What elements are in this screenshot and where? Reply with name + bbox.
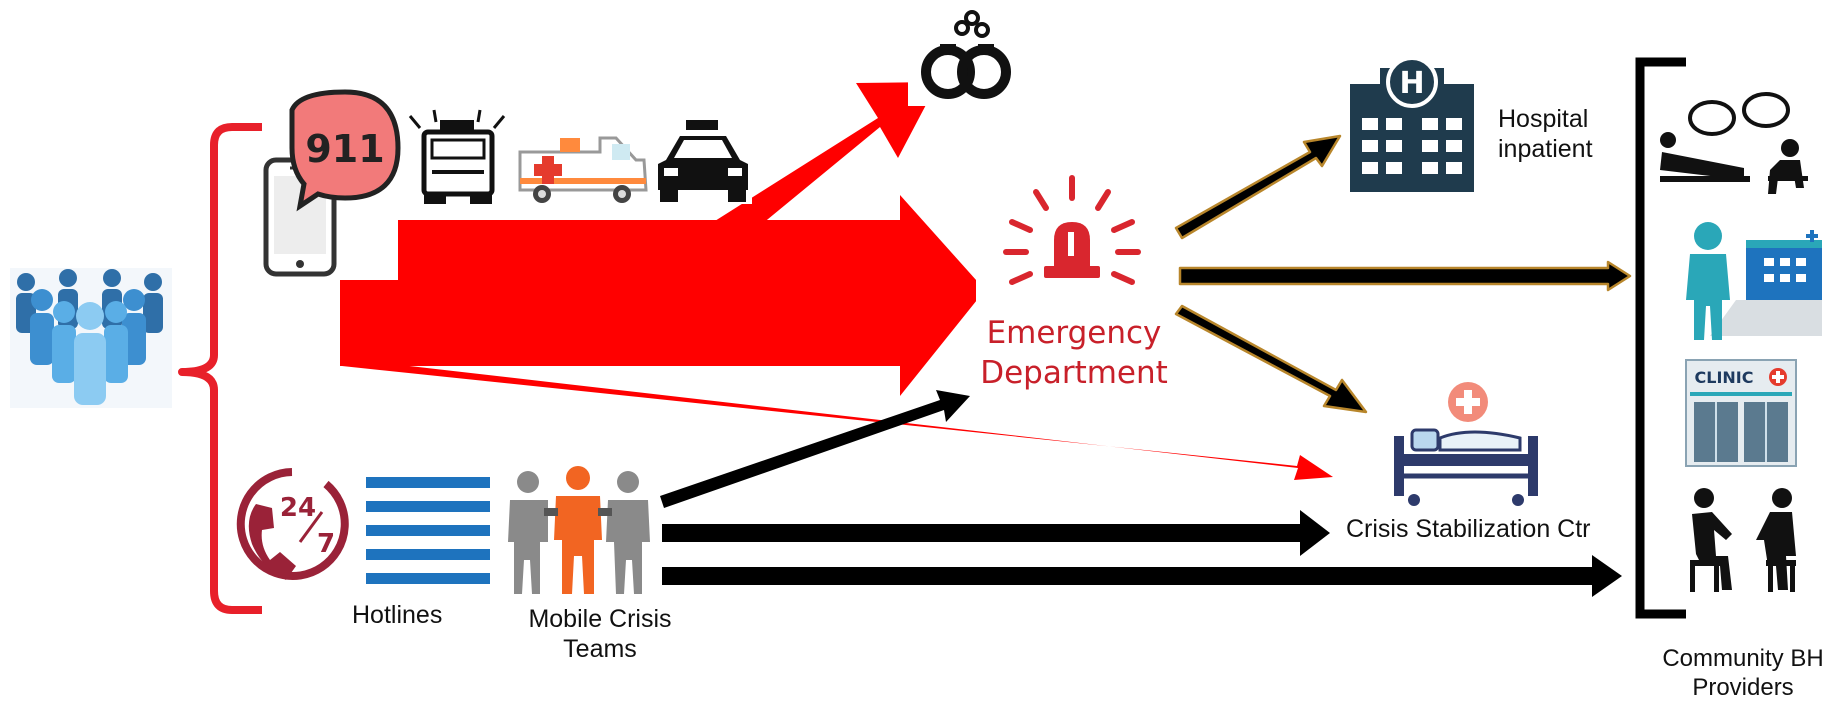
- hospital-building-icon: H: [1340, 50, 1480, 196]
- arrow-to-emergency: [340, 195, 985, 396]
- community-label-line1: Community BH: [1662, 645, 1824, 672]
- counseling-icon: [1682, 482, 1806, 594]
- arrow-ed-to-crisis: [1174, 304, 1368, 414]
- hotline-stripes: [366, 477, 490, 584]
- handcuffs-icon: [908, 8, 1016, 106]
- hospital-label-line1: Hospital: [1498, 105, 1589, 133]
- ambulance-icon: [512, 130, 648, 204]
- police-car-icon: [652, 118, 752, 204]
- phone-911-label: 911: [305, 127, 384, 171]
- community-label-line2: Providers: [1692, 674, 1794, 701]
- arrow-mobile-to-ed: [660, 390, 970, 508]
- hotlines-label: Hotlines: [352, 601, 443, 629]
- fire-truck-icon: [408, 109, 506, 204]
- arrow-ed-to-hospital: [1174, 134, 1342, 240]
- arrow-mobile-to-community: [662, 555, 1622, 597]
- clinic-sign-label: CLINIC: [1695, 368, 1754, 387]
- emergency-department-label: Emergency Department: [976, 313, 1172, 393]
- black-bracket: [1635, 57, 1686, 619]
- emergency-label-line2: Department: [980, 355, 1168, 391]
- doctor-clinic-icon: [1682, 216, 1830, 342]
- svg-text:H: H: [1399, 66, 1424, 101]
- community-bh-providers-label: Community BH Providers: [1648, 644, 1838, 702]
- therapy-session-icon: [1652, 88, 1832, 198]
- arrow-mobile-to-crisis: [662, 510, 1330, 556]
- crisis-stabilization-label: Crisis Stabilization Ctr: [1346, 515, 1591, 543]
- clinic-building-icon: CLINIC: [1682, 356, 1800, 468]
- phone-911-icon: 911: [262, 89, 401, 280]
- hospital-inpatient-label: Hospital inpatient: [1498, 104, 1593, 164]
- siren-icon: [1003, 175, 1141, 285]
- mobile-label-line1: Mobile Crisis: [528, 605, 672, 633]
- red-flow-arrows: [340, 82, 1333, 480]
- hotline-24-label: 24: [280, 493, 316, 523]
- hospital-bed-icon: [1380, 376, 1548, 510]
- red-brace: [178, 123, 262, 614]
- mobile-crisis-teams-label: Mobile Crisis Teams: [510, 604, 690, 664]
- hospital-label-line2: inpatient: [1498, 135, 1593, 163]
- arrow-ed-to-community: [1178, 260, 1632, 292]
- arrow-to-crisis-stabilization: [340, 358, 1333, 480]
- emergency-department-icon: [976, 162, 1172, 394]
- mobile-crisis-team-icon: [492, 466, 660, 598]
- people-group-icon: [10, 268, 172, 408]
- hotline-7-label: 7: [317, 529, 335, 559]
- hotline-24-7-icon: 24 7: [228, 458, 362, 590]
- mobile-label-line2: Teams: [563, 635, 637, 663]
- emergency-label-line1: Emergency: [986, 315, 1162, 351]
- black-flow-arrows: [660, 134, 1632, 597]
